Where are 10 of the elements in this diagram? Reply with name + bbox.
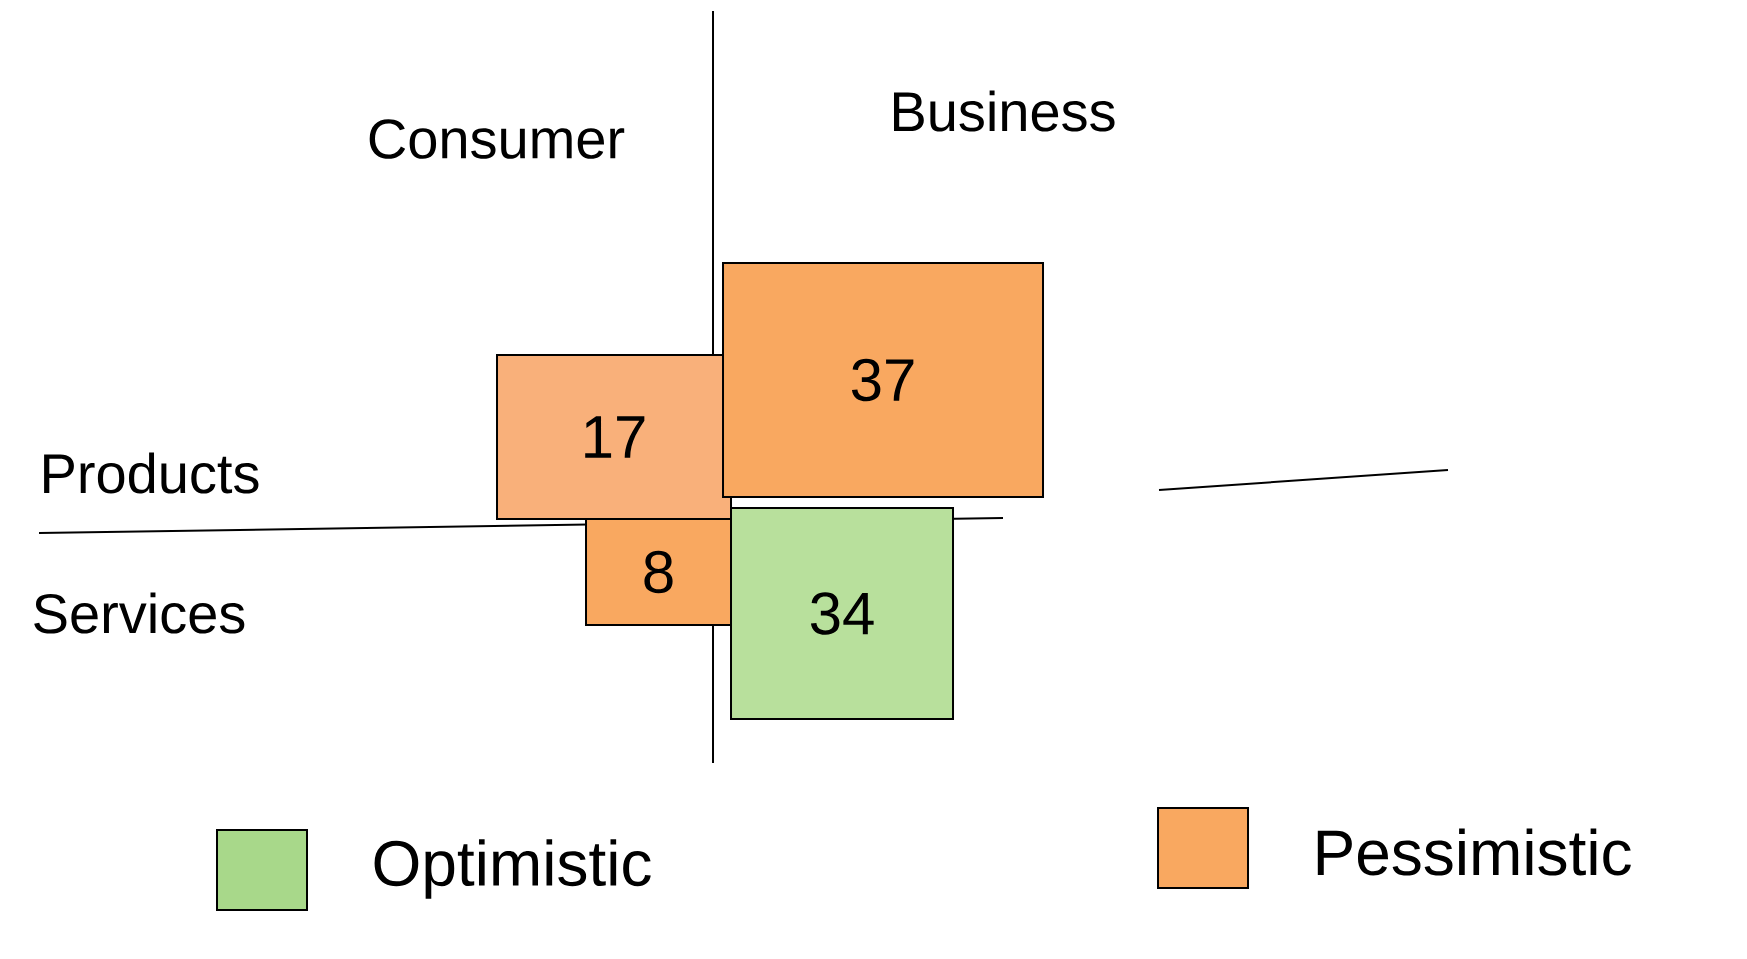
axis-label: Services: [34, 592, 245, 634]
axis-label: Business: [894, 90, 1115, 132]
axis-label: Products: [44, 452, 259, 494]
shaded-box: 8: [585, 518, 732, 626]
legend-label: Optimistic: [374, 839, 651, 899]
shaded-box: 37: [722, 262, 1044, 498]
legend-label: Pessimistic: [1317, 828, 1631, 876]
shaded-box: 17: [496, 354, 732, 520]
shaded-box: 34: [730, 507, 954, 720]
axis-label: Consumer: [369, 119, 625, 159]
